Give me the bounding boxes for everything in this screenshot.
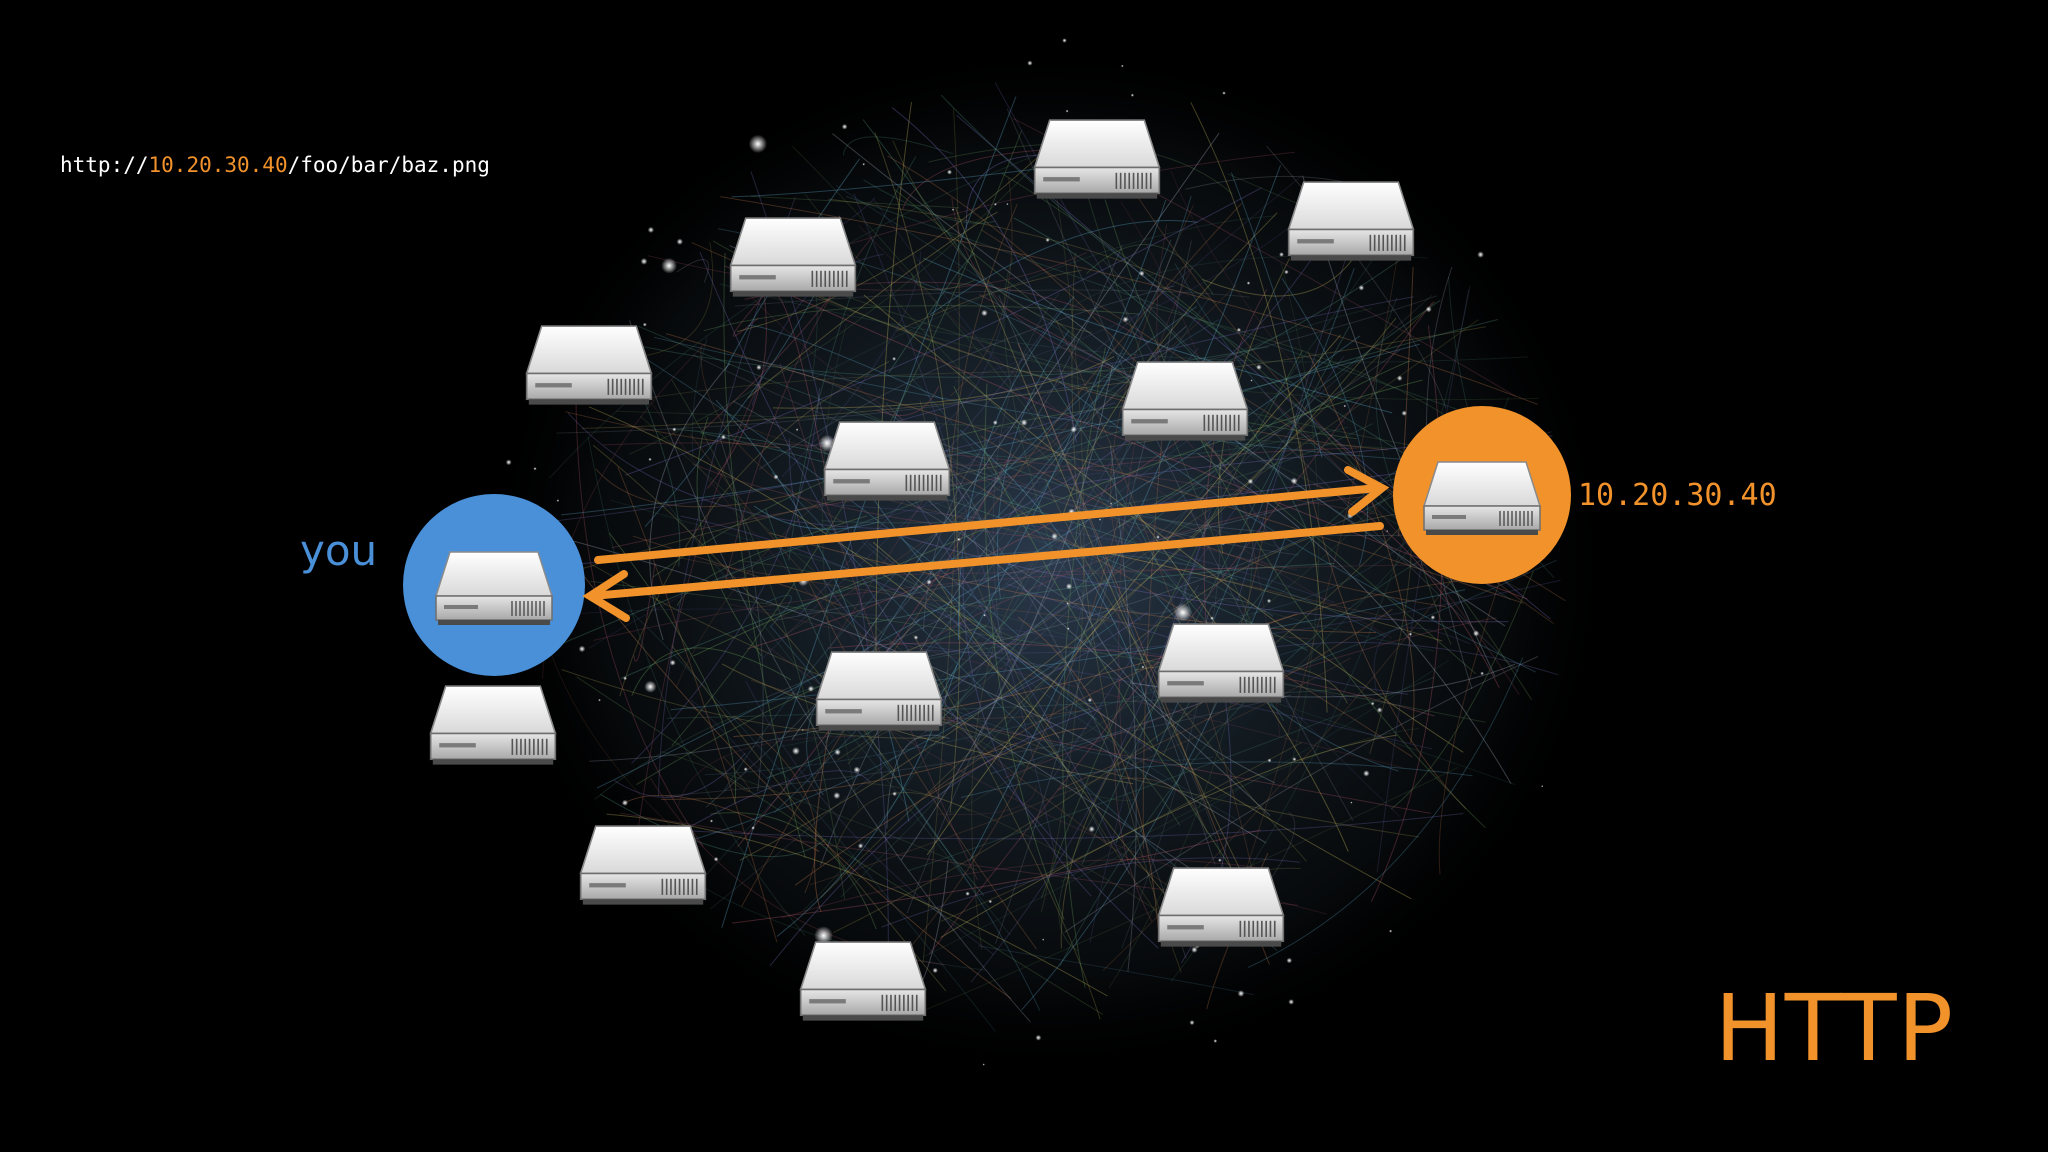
destination-node[interactable]: [1393, 406, 1571, 584]
server-icon: [1423, 461, 1541, 536]
server-icon: [435, 551, 553, 626]
you-label: you: [300, 526, 378, 575]
you-node[interactable]: [403, 494, 585, 676]
request-arrow: [594, 466, 1390, 564]
url-host: 10.20.30.40: [148, 153, 288, 177]
protocol-title: HTTP: [1714, 975, 1954, 1082]
url-path: /foo/bar/baz.png: [287, 153, 490, 177]
server-icon: [1121, 361, 1249, 442]
server-icon: [429, 685, 557, 766]
server-icon: [1287, 181, 1415, 262]
server-icon: [1157, 623, 1285, 704]
request-url: http://10.20.30.40/foo/bar/baz.png: [60, 153, 490, 177]
server-icon: [729, 217, 857, 298]
response-arrow: [582, 522, 1384, 622]
server-icon: [1157, 867, 1285, 948]
server-icon: [823, 421, 951, 502]
server-icon: [525, 325, 653, 406]
server-icon: [1033, 119, 1161, 200]
server-icon: [815, 651, 943, 732]
server-icon: [579, 825, 707, 906]
destination-ip-label: 10.20.30.40: [1578, 478, 1777, 513]
server-icon: [799, 941, 927, 1022]
url-scheme: http://: [60, 153, 149, 177]
